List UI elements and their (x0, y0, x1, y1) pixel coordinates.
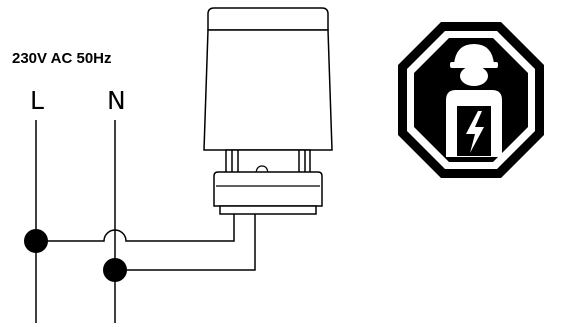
actuator-icon (203, 7, 333, 215)
lightning-bolt-icon (466, 111, 484, 153)
neutral-junction-dot (103, 258, 127, 282)
neutral-branch-wire (115, 214, 256, 271)
live-junction-dot (24, 229, 48, 253)
worker-icon (446, 44, 502, 157)
neutral-terminal-label: N (107, 86, 126, 115)
voltage-label: 230V AC 50Hz (12, 50, 112, 67)
live-terminal-label: L (30, 86, 44, 115)
live-branch-wire (36, 214, 235, 242)
electrician-warning-icon (398, 22, 544, 178)
